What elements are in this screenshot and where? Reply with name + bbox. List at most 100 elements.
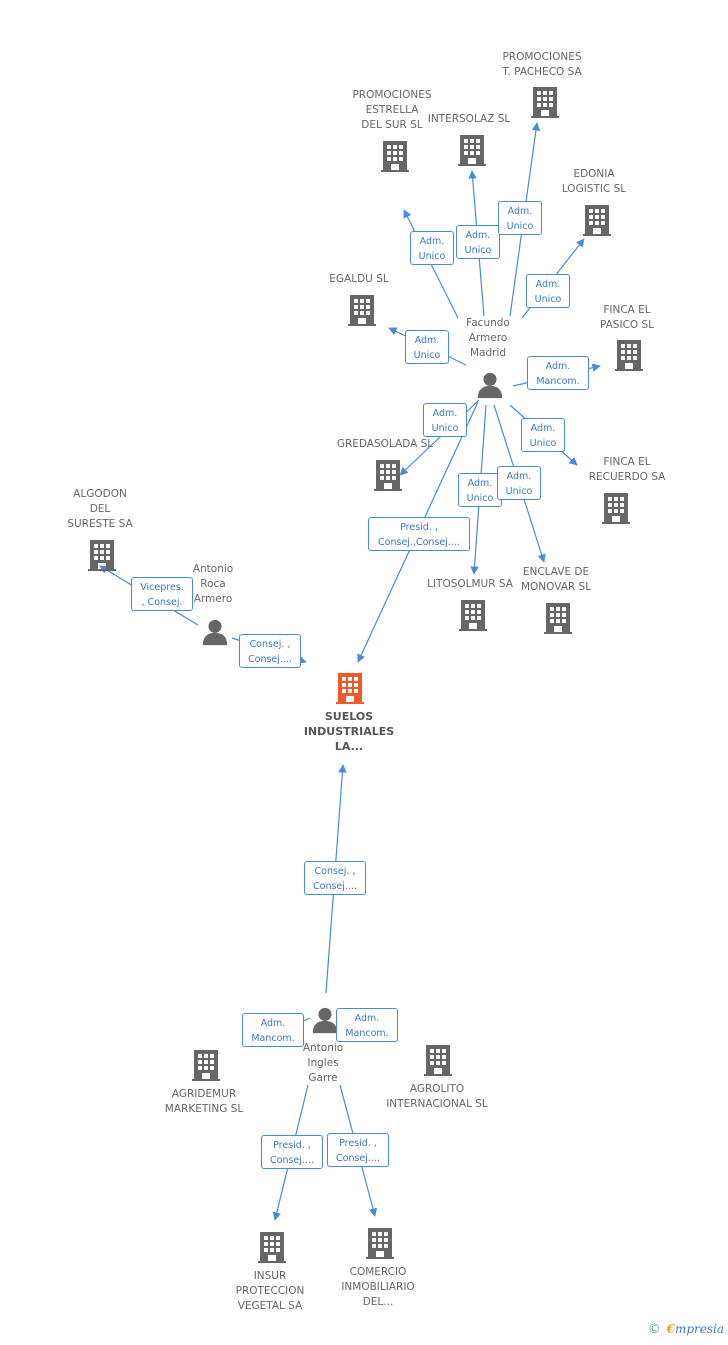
node-label-line: Roca xyxy=(200,578,226,590)
node-label-line: FINCA EL xyxy=(603,456,651,468)
edge-label-antonio_ingles-to-agridemur[interactable]: Adm.Mancom. xyxy=(242,1013,304,1047)
node-label-line: Armero xyxy=(468,332,508,344)
node-label-line: DEL... xyxy=(362,1296,394,1308)
building-icon-edonia[interactable] xyxy=(583,205,611,236)
edge-label-line: Adm. xyxy=(535,279,561,290)
building-icon-agridemur[interactable] xyxy=(192,1050,220,1081)
building-icon-promociones_pacheco[interactable] xyxy=(531,87,559,118)
edge-label-antonio_ingles-to-comercio[interactable]: Presid. ,Consej.... xyxy=(327,1133,389,1167)
node-label-line: MONOVAR SL xyxy=(520,581,592,593)
node-label-line: Antonio xyxy=(302,1042,344,1054)
node-label-line: Facundo xyxy=(466,317,510,329)
node-label-finca_pasico[interactable]: FINCA EL PASICO SL xyxy=(562,303,692,333)
node-label-line: Ingles xyxy=(307,1057,339,1069)
edge-label-facundo-to-intersolaz[interactable]: Adm. Unico xyxy=(456,225,500,259)
building-icon-enclave[interactable] xyxy=(544,603,572,634)
node-label-line: PASICO SL xyxy=(599,319,655,331)
node-label-line: INSUR xyxy=(253,1270,287,1282)
edge-label-antonio_ingles-to-insur[interactable]: Presid. ,Consej.... xyxy=(261,1135,323,1169)
edge-label-line: Unico xyxy=(529,438,557,449)
node-label-line: GREDASOLADA SL xyxy=(336,438,434,450)
edge-label-antonio_ingles-to-agrolito[interactable]: Adm.Mancom. xyxy=(336,1008,398,1042)
node-label-egaldu[interactable]: EGALDU SL xyxy=(294,272,424,287)
logo-initial: € xyxy=(666,1322,675,1336)
edge-label-line: Consej.... xyxy=(248,654,292,665)
edge-label-line: Presid. , xyxy=(273,1140,311,1151)
building-icon-finca_recuerdo[interactable] xyxy=(602,493,630,524)
edge-label-antonio_ingles-to-suelos[interactable]: Consej. ,Consej.... xyxy=(304,861,366,895)
node-label-line: RECUERDO SA xyxy=(588,471,666,483)
edge-label-antonio_roca-to-suelos[interactable]: Consej. ,Consej.... xyxy=(239,634,301,668)
building-icon-insur[interactable] xyxy=(258,1232,286,1263)
edge-label-facundo-to-finca_pasico[interactable]: Adm.Mancom. xyxy=(527,356,589,390)
person-icon-antonio_ingles[interactable] xyxy=(312,1007,338,1034)
node-label-line: LITOSOLMUR SA xyxy=(427,578,513,590)
node-label-line: PROTECCION xyxy=(235,1285,305,1297)
edge-label-facundo-to-egaldu[interactable]: Adm.Unico xyxy=(405,330,449,364)
building-icon-promociones_estrella[interactable] xyxy=(381,141,409,172)
node-label-finca_recuerdo[interactable]: FINCA EL RECUERDO SA xyxy=(562,455,692,485)
building-icon-comercio[interactable] xyxy=(366,1228,394,1259)
edge-label-facundo-to-enclave[interactable]: Adm.Unico xyxy=(497,466,541,500)
edge-label-line: Presid. , xyxy=(339,1138,377,1149)
edge-label-line: Adm. xyxy=(465,230,491,241)
building-icon-gredasolada[interactable] xyxy=(374,460,402,491)
edge-label-line: Unico xyxy=(464,245,492,256)
node-label-intersolaz[interactable]: INTERSOLAZ SL xyxy=(404,112,534,127)
node-label-line: DEL SUR SL xyxy=(361,119,423,131)
edge-label-line: Adm. xyxy=(414,335,440,346)
edge-label-line: Mancom. xyxy=(345,1028,389,1039)
empresia-logo[interactable]: €mpresia xyxy=(667,1322,724,1336)
node-label-line: LA... xyxy=(334,740,364,753)
building-icon-litosolmur[interactable] xyxy=(459,600,487,631)
node-label-line: EDONIA xyxy=(573,168,615,180)
edge-label-facundo-to-edonia[interactable]: Adm.Unico xyxy=(526,274,570,308)
node-label-line: INDUSTRIALES xyxy=(303,725,395,738)
edge-label-facundo-to-gredasolada[interactable]: Adm.Unico xyxy=(423,403,467,437)
node-label-gredasolada[interactable]: GREDASOLADA SL xyxy=(320,437,450,452)
edge-label-facundo-to-finca_recuerdo[interactable]: Adm.Unico xyxy=(521,418,565,452)
edge-label-antonio_roca-to-algodon[interactable]: Vicepres. , Consej. xyxy=(131,577,193,611)
building-icon-algodon[interactable] xyxy=(88,540,116,571)
edge-label-line: Adm. xyxy=(419,236,445,247)
node-label-line: AGROLITO xyxy=(409,1083,465,1095)
building-icon-finca_pasico[interactable] xyxy=(615,340,643,371)
building-icon-agrolito[interactable] xyxy=(424,1045,452,1076)
edge-label-line: Consej. , xyxy=(314,866,356,877)
edge-label-facundo-to-suelos[interactable]: Presid. ,Consej.,Consej.... xyxy=(368,517,470,551)
node-label-line: FINCA EL xyxy=(603,304,651,316)
edge-label-facundo-to-promociones_pacheco[interactable]: Adm.Unico xyxy=(498,201,542,235)
edge-label-line: Unico xyxy=(466,493,494,504)
edge-label-facundo-to-promociones_estrella[interactable]: Adm. Unico xyxy=(410,231,454,265)
edge-label-line: Unico xyxy=(418,251,446,262)
node-label-line: PROMOCIONES xyxy=(502,51,582,63)
building-icon-suelos[interactable] xyxy=(336,673,364,704)
building-icon-egaldu[interactable] xyxy=(348,295,376,326)
building-icon-intersolaz[interactable] xyxy=(458,135,486,166)
node-label-litosolmur[interactable]: LITOSOLMUR SA xyxy=(405,577,535,592)
copyright-symbol: © xyxy=(647,1322,661,1337)
edge-label-facundo-to-litosolmur[interactable]: Adm.Unico xyxy=(458,473,502,507)
person-icon-antonio_roca[interactable] xyxy=(202,619,228,646)
node-label-line: Antonio xyxy=(192,563,234,575)
person-icon-facundo[interactable] xyxy=(477,372,503,399)
edge-label-line: Adm. xyxy=(506,471,532,482)
edge-label-line: Presid. , xyxy=(400,522,438,533)
edge-label-line: , Consej. xyxy=(141,597,183,608)
edge-label-line: Vicepres. xyxy=(140,582,184,593)
node-label-line: COMERCIO xyxy=(349,1266,407,1278)
node-label-line: DEL xyxy=(89,503,111,515)
